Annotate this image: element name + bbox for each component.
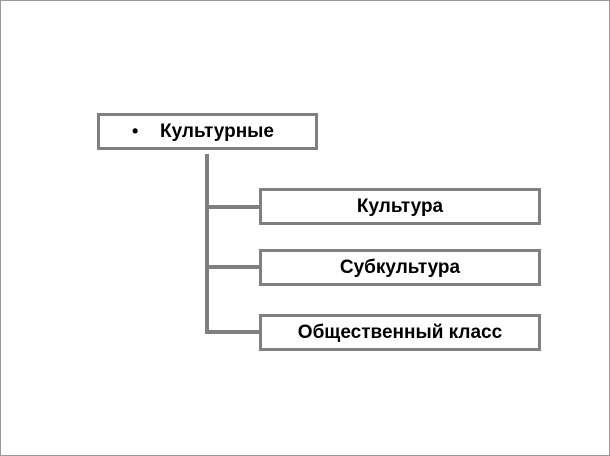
child-node-culture: Культура: [259, 188, 541, 225]
root-node-cultural: • Культурные: [97, 113, 318, 150]
child-node-label: Субкультура: [339, 256, 461, 278]
child-node-social-class: Общественный класс: [259, 314, 541, 351]
child-node-subculture: Субкультура: [259, 249, 541, 286]
root-node-label: Культурные: [160, 120, 274, 142]
child-node-label: Общественный класс: [297, 321, 503, 343]
tree-connector-trunk: [205, 154, 209, 334]
tree-connector-branch-social-class: [205, 330, 261, 334]
bullet-icon: •: [132, 121, 139, 141]
tree-connector-branch-subculture: [205, 265, 261, 269]
child-node-label: Культура: [356, 195, 444, 217]
tree-connector-branch-culture: [205, 205, 261, 209]
